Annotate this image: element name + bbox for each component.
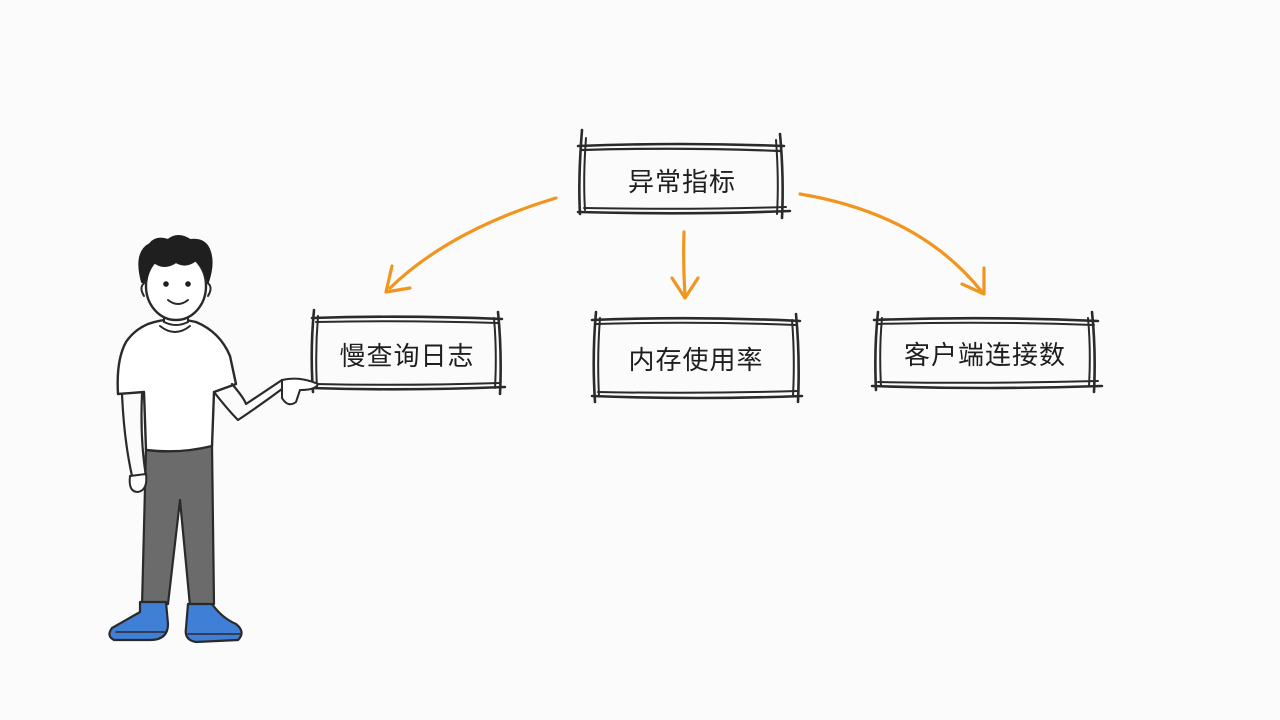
child-node-box-2 xyxy=(590,310,804,404)
child-node-box-3 xyxy=(870,310,1104,394)
root-node-box xyxy=(576,128,792,220)
child-node-label-1: 慢查询日志 xyxy=(339,341,475,372)
t-shirt xyxy=(116,318,238,453)
arrow-to-child-1 xyxy=(384,196,558,294)
child-node-label-2: 内存使用率 xyxy=(628,345,764,376)
child-node-label-3: 客户端连接数 xyxy=(903,340,1066,371)
hair xyxy=(138,235,213,283)
left-shoe xyxy=(108,600,170,642)
arrow-to-child-2 xyxy=(670,230,700,300)
right-shoe xyxy=(184,602,243,644)
arrow-to-child-3 xyxy=(798,192,986,296)
presenter-illustration xyxy=(108,235,319,644)
pants xyxy=(140,442,216,608)
root-node-label: 异常指标 xyxy=(627,167,736,198)
